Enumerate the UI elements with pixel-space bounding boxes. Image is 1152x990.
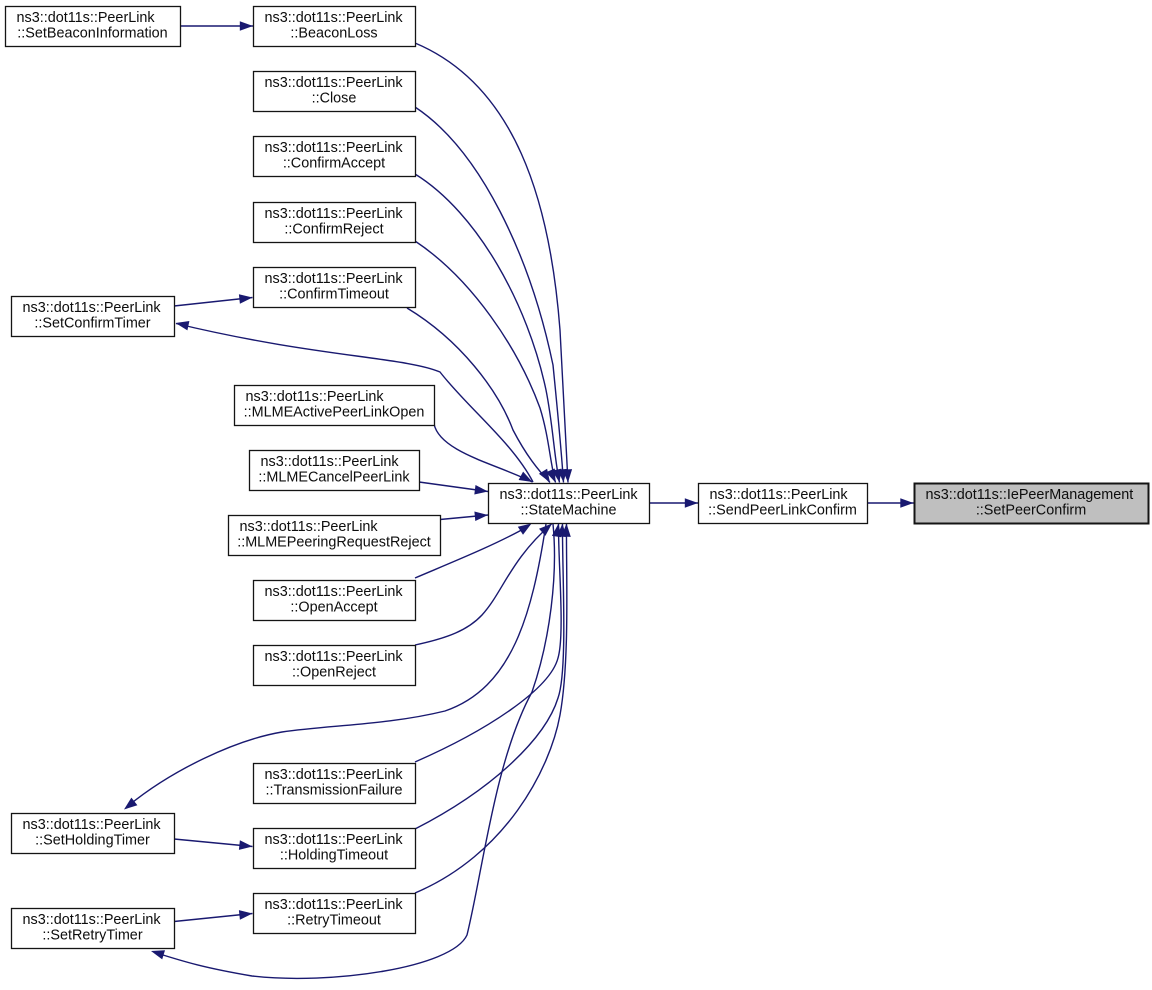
svg-text:ns3::dot11s::PeerLink: ns3::dot11s::PeerLink — [240, 519, 379, 535]
svg-text:ns3::dot11s::PeerLink: ns3::dot11s::PeerLink — [23, 817, 162, 833]
svg-text:ns3::dot11s::PeerLink: ns3::dot11s::PeerLink — [261, 454, 400, 470]
svg-text:ns3::dot11s::PeerLink: ns3::dot11s::PeerLink — [265, 10, 404, 26]
svg-text:::SetRetryTimer: ::SetRetryTimer — [42, 928, 142, 944]
svg-text:ns3::dot11s::PeerLink: ns3::dot11s::PeerLink — [265, 75, 404, 91]
svg-text:ns3::dot11s::PeerLink: ns3::dot11s::PeerLink — [265, 767, 404, 783]
svg-text:ns3::dot11s::PeerLink: ns3::dot11s::PeerLink — [265, 140, 404, 156]
svg-text:::StateMachine: ::StateMachine — [521, 503, 617, 519]
svg-text:ns3::dot11s::PeerLink: ns3::dot11s::PeerLink — [265, 584, 404, 600]
svg-text:ns3::dot11s::PeerLink: ns3::dot11s::PeerLink — [23, 300, 162, 316]
svg-text:ns3::dot11s::PeerLink: ns3::dot11s::PeerLink — [500, 487, 639, 503]
svg-text:::SetPeerConfirm: ::SetPeerConfirm — [976, 503, 1086, 519]
svg-text:ns3::dot11s::IePeerManagement: ns3::dot11s::IePeerManagement — [926, 487, 1134, 503]
svg-text:ns3::dot11s::PeerLink: ns3::dot11s::PeerLink — [265, 271, 404, 287]
svg-text:::HoldingTimeout: ::HoldingTimeout — [280, 848, 388, 864]
svg-text:::ConfirmReject: ::ConfirmReject — [284, 222, 383, 238]
svg-text:ns3::dot11s::PeerLink: ns3::dot11s::PeerLink — [710, 487, 849, 503]
svg-text:::OpenReject: ::OpenReject — [292, 665, 376, 681]
svg-text:::Close: ::Close — [312, 91, 357, 107]
svg-text:::SendPeerLinkConfirm: ::SendPeerLinkConfirm — [708, 503, 857, 519]
svg-text:::SetHoldingTimer: ::SetHoldingTimer — [35, 833, 150, 849]
svg-text:::BeaconLoss: ::BeaconLoss — [290, 26, 377, 42]
svg-text:ns3::dot11s::PeerLink: ns3::dot11s::PeerLink — [265, 206, 404, 222]
svg-text:::SetBeaconInformation: ::SetBeaconInformation — [17, 26, 167, 42]
svg-text:ns3::dot11s::PeerLink: ns3::dot11s::PeerLink — [23, 912, 162, 928]
svg-text:ns3::dot11s::PeerLink: ns3::dot11s::PeerLink — [17, 10, 156, 26]
svg-text:::SetConfirmTimer: ::SetConfirmTimer — [34, 316, 150, 332]
svg-text:ns3::dot11s::PeerLink: ns3::dot11s::PeerLink — [246, 389, 385, 405]
svg-text:ns3::dot11s::PeerLink: ns3::dot11s::PeerLink — [265, 832, 404, 848]
svg-text:ns3::dot11s::PeerLink: ns3::dot11s::PeerLink — [265, 649, 404, 665]
svg-text:::ConfirmTimeout: ::ConfirmTimeout — [279, 287, 389, 303]
svg-text:::OpenAccept: ::OpenAccept — [290, 600, 377, 616]
svg-text:::MLMEActivePeerLinkOpen: ::MLMEActivePeerLinkOpen — [244, 405, 425, 421]
svg-text:ns3::dot11s::PeerLink: ns3::dot11s::PeerLink — [265, 897, 404, 913]
svg-text:::ConfirmAccept: ::ConfirmAccept — [283, 156, 385, 172]
svg-text:::MLMECancelPeerLink: ::MLMECancelPeerLink — [258, 470, 410, 486]
svg-text:::MLMEPeeringRequestReject: ::MLMEPeeringRequestReject — [237, 535, 431, 551]
svg-text:::TransmissionFailure: ::TransmissionFailure — [265, 783, 402, 799]
svg-text:::RetryTimeout: ::RetryTimeout — [287, 913, 381, 929]
